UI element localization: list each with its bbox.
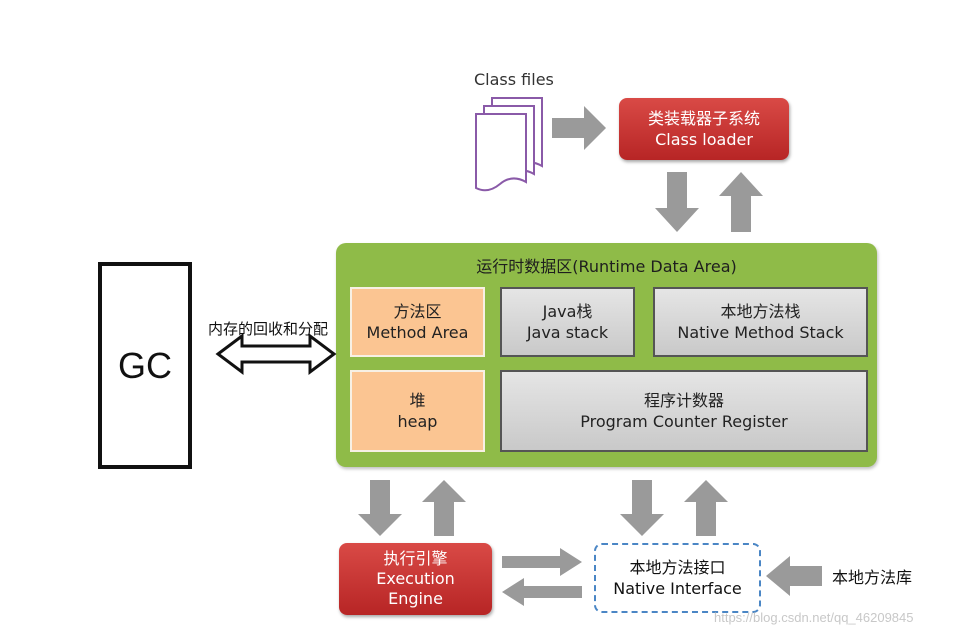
method-area-label-cn: 方法区 — [393, 302, 442, 321]
gc-arrow-label: 内存的回收和分配 — [208, 320, 329, 338]
class-files-icon — [475, 97, 543, 192]
gc-double-arrow — [215, 333, 337, 375]
runtime-native-interface-arrows — [620, 480, 728, 536]
runtime-engine-arrows — [358, 480, 466, 536]
method-area-label-en: Method Area — [366, 323, 469, 342]
engine-native-interface-arrows — [502, 548, 582, 606]
loader-runtime-arrows — [655, 172, 763, 232]
native-method-stack-label-en: Native Method Stack — [677, 323, 844, 342]
native-library-arrow — [766, 556, 822, 596]
class-files-label: Class files — [474, 70, 554, 89]
execution-engine-box: 执行引擎 Execution Engine — [339, 543, 492, 615]
heap-label-cn: 堆 — [409, 391, 426, 410]
gc-label: GC — [118, 344, 172, 386]
class-loader-label-cn: 类装载器子系统 — [647, 109, 760, 128]
native-method-stack-label-cn: 本地方法栈 — [720, 302, 801, 321]
heap-box: 堆 heap — [350, 370, 485, 452]
method-area-box: 方法区 Method Area — [350, 287, 485, 357]
heap-label-en: heap — [397, 412, 438, 431]
native-method-stack-box: 本地方法栈 Native Method Stack — [653, 287, 868, 357]
java-stack-label-cn: Java栈 — [542, 302, 593, 321]
class-loader-box: 类装载器子系统 Class loader — [619, 98, 789, 160]
program-counter-label-cn: 程序计数器 — [643, 391, 724, 410]
java-stack-box: Java栈 Java stack — [500, 287, 635, 357]
files-to-loader-arrow — [552, 106, 606, 150]
native-interface-label-en: Native Interface — [613, 579, 742, 598]
program-counter-label-en: Program Counter Register — [580, 412, 788, 431]
execution-engine-label-en-2: Engine — [388, 589, 443, 608]
native-interface-box: 本地方法接口 Native Interface — [594, 543, 761, 613]
watermark: https://blog.csdn.net/qq_46209845 — [714, 610, 914, 625]
execution-engine-label-en-1: Execution — [376, 569, 455, 588]
gc-box: GC — [98, 262, 192, 469]
java-stack-label-en: Java stack — [526, 323, 609, 342]
program-counter-box: 程序计数器 Program Counter Register — [500, 370, 868, 452]
native-library-label: 本地方法库 — [832, 568, 913, 587]
execution-engine-label-cn: 执行引擎 — [383, 549, 448, 568]
class-loader-label-en: Class loader — [655, 130, 753, 149]
runtime-data-area-title: 运行时数据区(Runtime Data Area) — [476, 257, 737, 276]
native-interface-label-cn: 本地方法接口 — [629, 558, 726, 577]
